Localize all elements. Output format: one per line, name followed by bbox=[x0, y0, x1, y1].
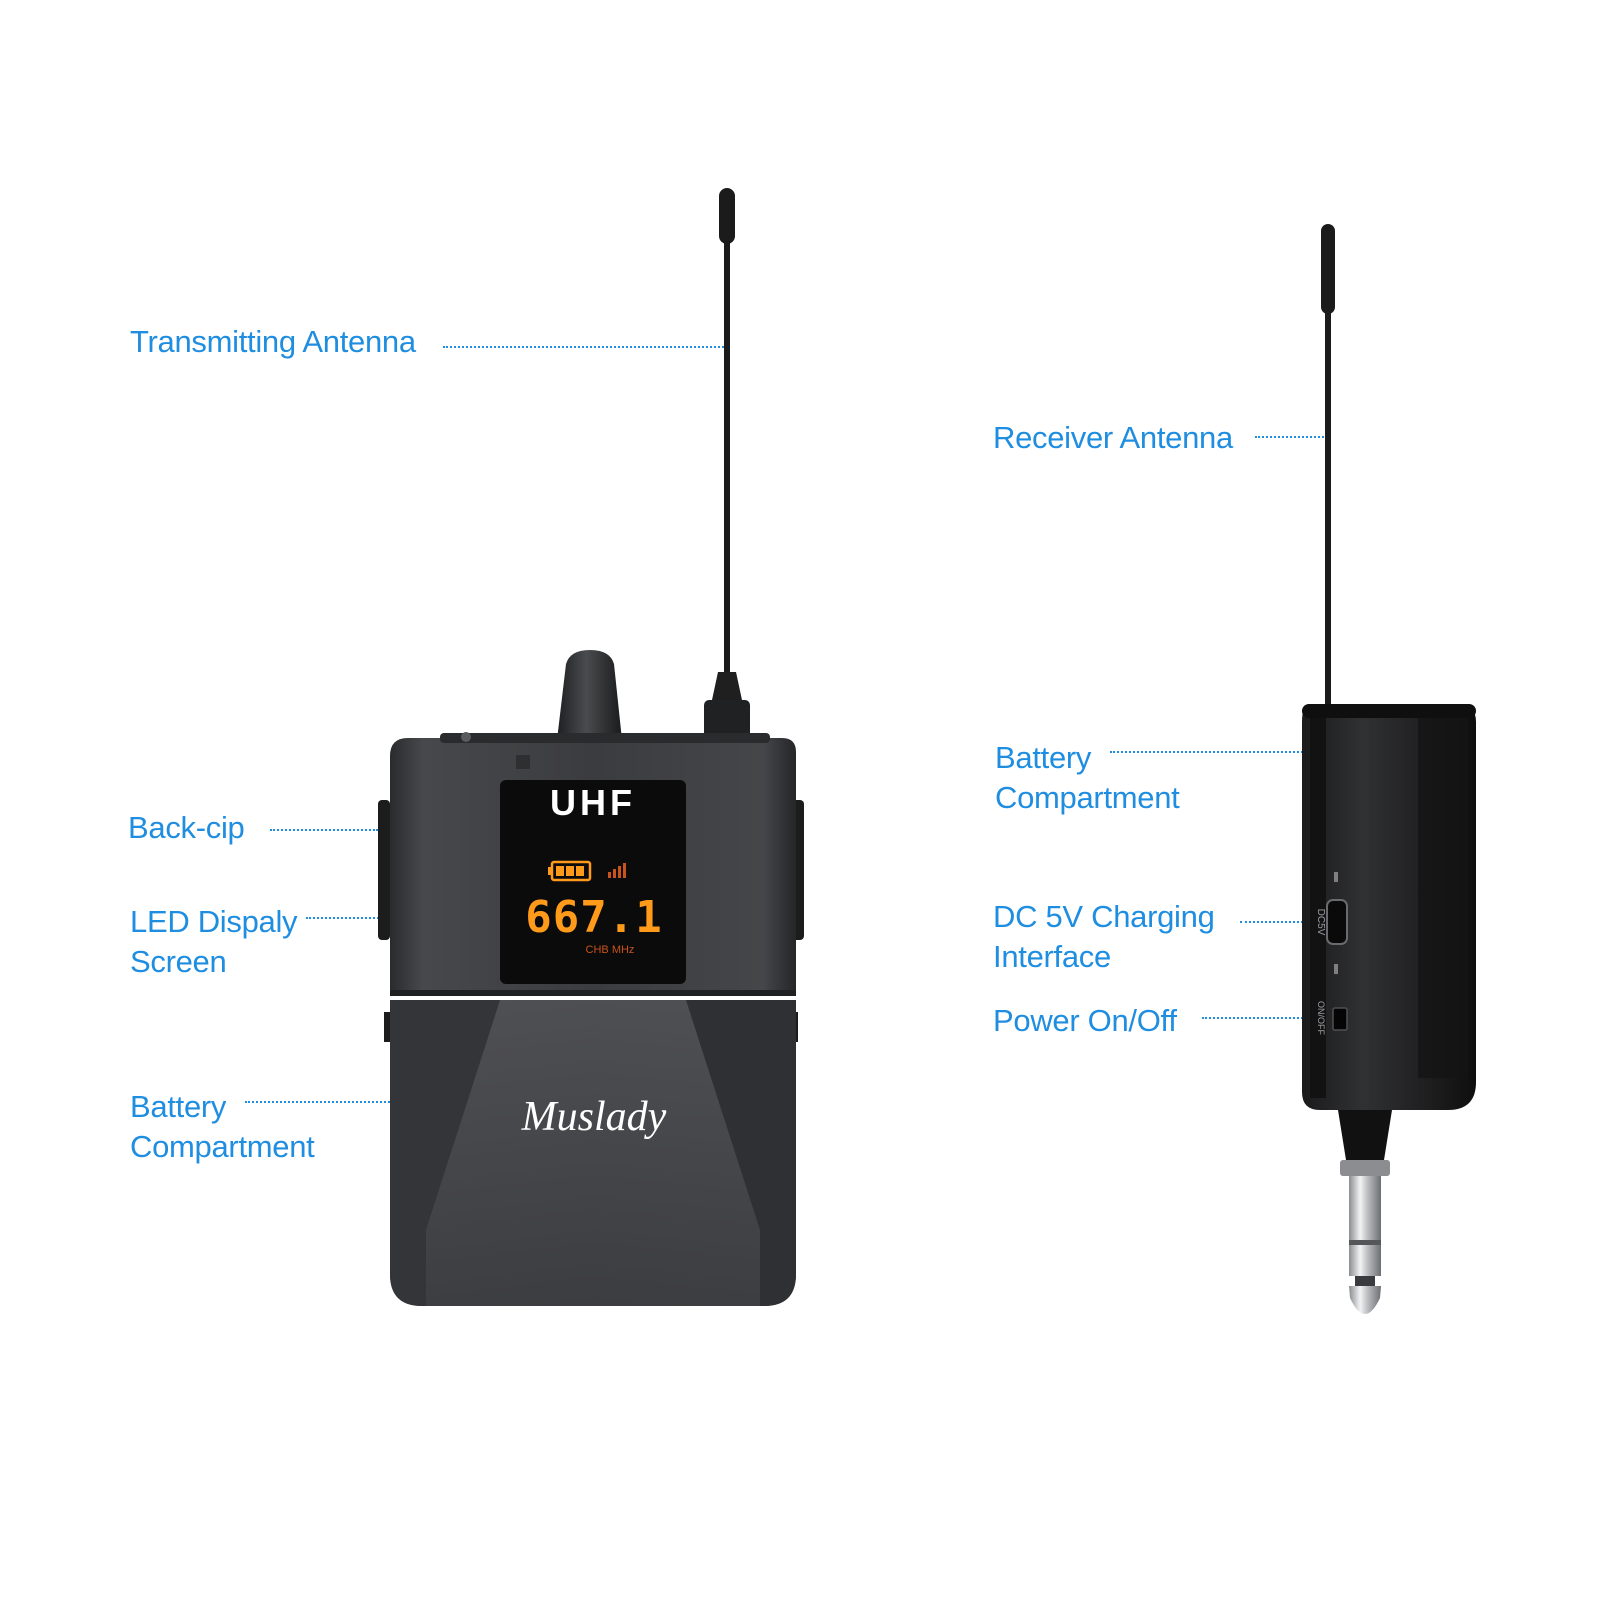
label-rx-battery-compartment: Battery Compartment bbox=[995, 740, 1180, 815]
label-tx-battery-compartment: Battery Compartment bbox=[130, 1089, 315, 1164]
leader-back-clip bbox=[270, 829, 378, 831]
dc5v-port-label: DC5V bbox=[1315, 909, 1326, 936]
battery-icon bbox=[548, 860, 592, 882]
transmitting-antenna bbox=[704, 188, 750, 742]
back-clip-left bbox=[378, 800, 390, 940]
leader-power-switch bbox=[1202, 1017, 1335, 1019]
led-display-screen: UHF 667.1 CHB MHz bbox=[500, 780, 686, 984]
dc-5v-usb-port bbox=[1326, 899, 1348, 945]
leader-dc-charging-interface bbox=[1240, 921, 1335, 923]
on-off-switch-label: ON/OFF bbox=[1316, 1001, 1326, 1035]
label-receiver-antenna: Receiver Antenna bbox=[993, 420, 1233, 455]
label-transmitting-antenna: Transmitting Antenna bbox=[130, 324, 416, 359]
uhf-label: UHF bbox=[550, 782, 636, 823]
label-led-display: LED Dispaly Screen bbox=[130, 904, 298, 979]
leader-rx-battery-compartment bbox=[1110, 751, 1455, 753]
label-back-clip: Back-cip bbox=[128, 810, 245, 845]
label-dc-charging-interface: DC 5V Charging Interface bbox=[993, 899, 1215, 974]
power-switch bbox=[1332, 1007, 1348, 1031]
channel-unit-label: CHB MHz bbox=[586, 944, 635, 956]
transmitter-knob bbox=[557, 650, 622, 740]
brand-logo: Muslady bbox=[521, 1094, 667, 1140]
leader-receiver-antenna bbox=[1255, 436, 1327, 438]
leader-tx-battery-compartment bbox=[245, 1101, 493, 1103]
label-power-switch: Power On/Off bbox=[993, 1003, 1177, 1038]
audio-plug bbox=[1338, 1110, 1392, 1314]
receiver-body: DC5V ON/OFF bbox=[1302, 704, 1476, 1110]
signal-strength-icon bbox=[608, 863, 626, 878]
receiver-antenna bbox=[1321, 224, 1335, 708]
leader-transmitting-antenna bbox=[443, 346, 728, 348]
frequency-readout: 667.1 bbox=[525, 892, 662, 943]
